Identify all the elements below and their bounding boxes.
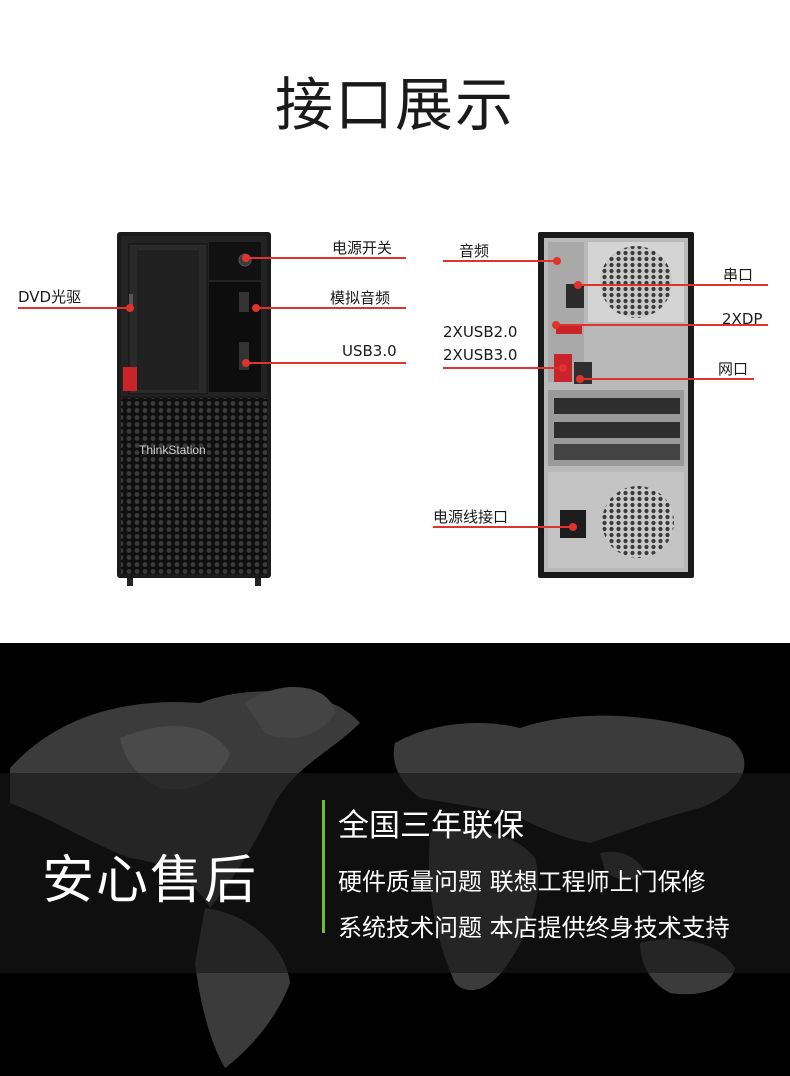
software-support-line: 系统技术问题 本店提供终身技术支持 — [338, 914, 730, 942]
dp-leader-dot — [552, 321, 560, 329]
serial-label: 串口 — [723, 266, 754, 284]
dp-label: 2XDP — [722, 310, 763, 328]
power-cord-label: 电源线接口 — [433, 508, 509, 526]
usb30-front-leader-dot — [242, 359, 250, 367]
svg-text:ThinkStation: ThinkStation — [139, 443, 206, 457]
serial-leader-line — [578, 284, 768, 286]
page-title: 接口展示 — [274, 71, 515, 139]
audio-label: 音频 — [459, 242, 490, 260]
analog-audio-leader-line — [256, 307, 406, 309]
rear-case-image — [538, 232, 694, 578]
power-cord-leader-line — [433, 526, 573, 528]
usb30-rear-label: 2XUSB3.0 — [443, 346, 518, 364]
dvd-label: DVD光驱 — [18, 288, 82, 306]
after-sales-title: 安心售后 — [42, 851, 259, 911]
front-case-image: ThinkStation — [117, 232, 271, 586]
dp-leader-line — [556, 324, 768, 326]
dvd-leader-line — [18, 307, 130, 309]
power-switch-leader-line — [246, 257, 406, 259]
analog-audio-leader-dot — [252, 304, 260, 312]
after-sales-section: 安心售后 全国三年联保 硬件质量问题 联想工程师上门保修 系统技术问题 本店提供… — [0, 643, 790, 1076]
interface-section: 接口展示 ThinkStation DVD光驱 电源开关 模拟音频 USB3.0 — [18, 71, 768, 586]
power-switch-leader-dot — [242, 254, 250, 262]
dvd-leader-dot — [126, 304, 134, 312]
warranty-line: 全国三年联保 — [338, 808, 524, 844]
usb30-front-leader-line — [246, 362, 406, 364]
usb-rear-leader-line — [443, 367, 563, 369]
usb30-front-label: USB3.0 — [342, 342, 397, 360]
hardware-service-line: 硬件质量问题 联想工程师上门保修 — [338, 868, 706, 896]
network-leader-dot — [576, 375, 584, 383]
analog-audio-label: 模拟音频 — [330, 289, 391, 307]
usb20-rear-label: 2XUSB2.0 — [443, 323, 518, 341]
green-divider — [322, 800, 325, 933]
serial-leader-dot — [574, 281, 582, 289]
audio-leader-line — [443, 260, 557, 262]
power-cord-leader-dot — [569, 523, 577, 531]
network-label: 网口 — [718, 360, 749, 378]
usb-rear-leader-dot — [559, 364, 567, 372]
power-switch-label: 电源开关 — [332, 239, 393, 257]
audio-leader-dot — [553, 257, 561, 265]
service-band — [0, 773, 790, 973]
network-leader-line — [580, 378, 754, 380]
